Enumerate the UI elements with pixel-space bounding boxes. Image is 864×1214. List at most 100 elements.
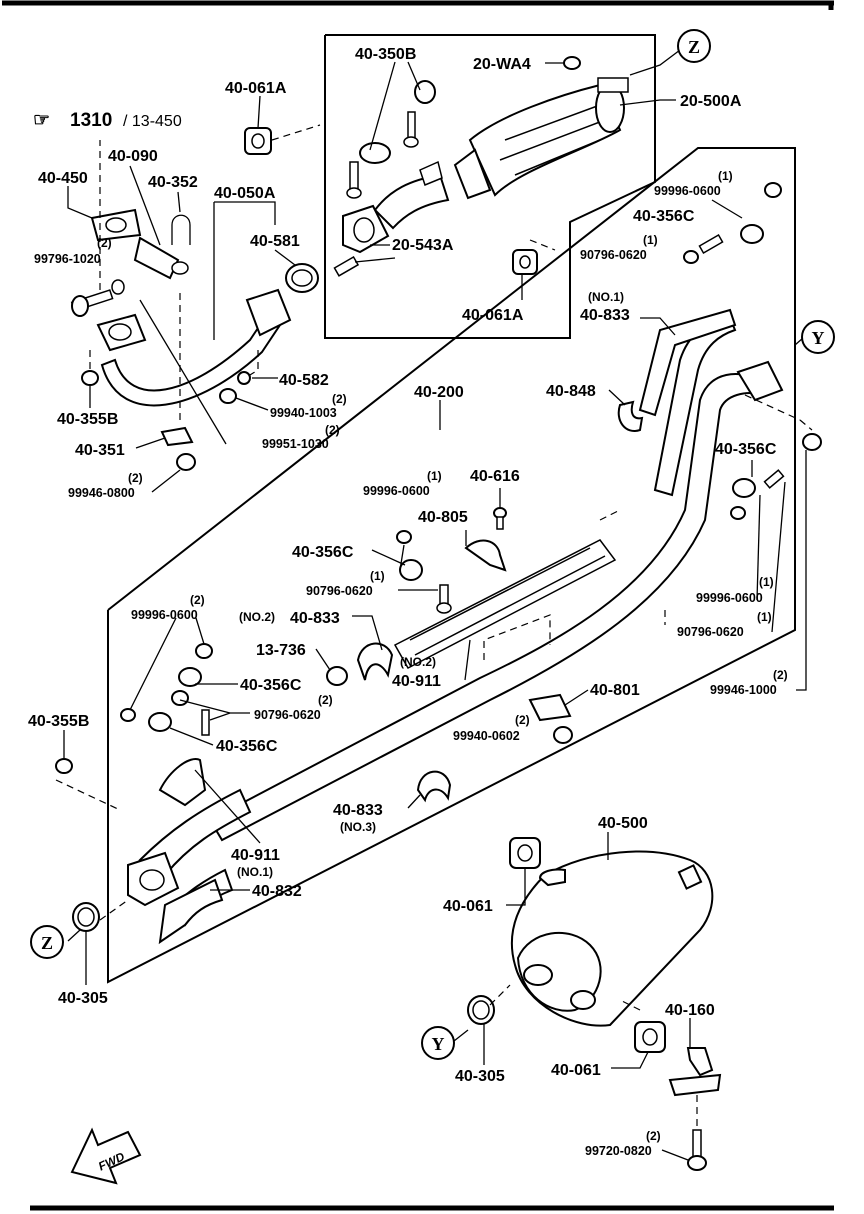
label-40-160: 40-160 — [665, 1002, 715, 1019]
pn-99720-0820: 99720-0820 — [585, 1144, 652, 1158]
reference-page: / 13-450 — [123, 113, 182, 130]
label-40-833-no1: 40-833 — [580, 307, 630, 324]
label-20-WA4: 20-WA4 — [473, 56, 531, 73]
clamp-40-356C-center-illustration — [396, 530, 452, 614]
gasket-40-305-left-illustration — [72, 902, 100, 932]
leader-lines — [63, 49, 807, 1161]
frame-main-pipe-group — [107, 147, 796, 984]
qty-99796-1020: (2) — [97, 236, 112, 250]
pn-90796-0620-c: 90796-0620 — [306, 584, 373, 598]
pn-99940-0602: 99940-0602 — [453, 729, 520, 743]
label-13-736: 13-736 — [256, 642, 306, 659]
label-40-848: 40-848 — [546, 383, 596, 400]
label-40-090: 40-090 — [108, 148, 158, 165]
gasket-40-305-bottom-illustration — [467, 995, 495, 1025]
label-40-911-no1: 40-911 — [231, 847, 280, 864]
suffix-833-no1: (NO.1) — [588, 290, 624, 304]
hanger-40-061-lower-illustration — [634, 1021, 666, 1053]
label-40-833-no2: 40-833 — [290, 610, 340, 627]
qty-99946-1000: (2) — [773, 668, 788, 682]
pn-90796-0620-tr: 90796-0620 — [580, 248, 647, 262]
label-40-351: 40-351 — [75, 442, 125, 459]
frame-catalytic-group — [324, 34, 656, 339]
nut-40-355B-top-illustration — [81, 370, 99, 386]
nut-99946-0800-illustration — [176, 453, 196, 471]
marker-z-left: Z — [30, 925, 64, 959]
clamps-40-356C-left-illustration — [120, 643, 213, 736]
label-40-355B-left: 40-355B — [28, 713, 89, 730]
bolt-40-616-illustration — [493, 507, 507, 530]
insulator-40-833-no3-illustration — [416, 770, 452, 803]
pn-99996-0600-tr: 99996-0600 — [654, 184, 721, 198]
svg-text:Y: Y — [432, 1034, 445, 1054]
hanger-40-061-upper-illustration — [509, 837, 541, 869]
label-40-350B: 40-350B — [355, 46, 416, 63]
clamp-40-356C-topright-illustration — [683, 182, 782, 264]
label-40-356C-center: 40-356C — [292, 544, 354, 561]
svg-text:Z: Z — [688, 37, 700, 57]
label-40-616: 40-616 — [470, 468, 520, 485]
nut-99940-1003-illustration — [219, 388, 237, 404]
label-40-061A-mid: 40-061A — [462, 307, 524, 324]
label-40-356C-topright: 40-356C — [633, 208, 695, 225]
label-40-305-bottom: 40-305 — [455, 1068, 505, 1085]
bolt-99720-0820-illustration — [687, 1129, 707, 1171]
gasket-40-581-illustration — [285, 263, 319, 293]
svg-text:Y: Y — [812, 328, 825, 348]
dashed-leader-lines — [55, 124, 813, 1130]
pn-99996-0600-r: 99996-0600 — [696, 591, 763, 605]
label-40-356C-left1: 40-356C — [240, 677, 302, 694]
svg-text:Z: Z — [41, 933, 53, 953]
label-40-500: 40-500 — [598, 815, 648, 832]
qty-90796-0620-tr: (1) — [643, 233, 658, 247]
qty-99951-1030: (2) — [325, 423, 340, 437]
pn-90796-0620-l: 90796-0620 — [254, 708, 321, 722]
spring-40-582-illustration — [237, 371, 251, 385]
insulator-40-833-no1-illustration — [638, 308, 737, 417]
label-40-356C-left2: 40-356C — [216, 738, 278, 755]
hanger-40-061A-mid-illustration — [512, 249, 538, 275]
qty-99940-0602: (2) — [515, 713, 530, 727]
qty-90796-0620-r: (1) — [757, 610, 772, 624]
label-20-543A: 20-543A — [392, 237, 454, 254]
part-number-labels: (2) 99796-1020 (2) 99940-1003 (2) 99951-… — [34, 169, 788, 1158]
pn-99996-0600-l: 99996-0600 — [131, 608, 198, 622]
catalytic-converter-illustration — [342, 77, 629, 254]
bracket-40-801-illustration — [528, 693, 572, 722]
insulator-40-833-no2-illustration — [356, 642, 394, 681]
page-border — [2, 0, 834, 1211]
callout-suffixes: (NO.1) (NO.2) (NO.2) (NO.3) (NO.1) — [237, 290, 624, 879]
reference-symbol: ☞ — [33, 110, 50, 131]
label-40-582: 40-582 — [279, 372, 329, 389]
callout-labels: 40-350B 20-WA4 20-500A 40-061A 20-543A 4… — [28, 46, 777, 1085]
bracket-40-805-illustration — [464, 539, 507, 572]
pn-99796-1020: 99796-1020 — [34, 252, 101, 266]
main-pipe-40-200-illustration — [127, 316, 784, 927]
qty-99996-0600-l: (2) — [190, 593, 205, 607]
label-40-050A: 40-050A — [214, 185, 276, 202]
clamp-40-356C-right-illustration — [730, 469, 785, 520]
label-40-061-lower: 40-061 — [551, 1062, 601, 1079]
label-40-832: 40-832 — [252, 883, 302, 900]
fwd-arrow: FWD — [70, 1127, 142, 1185]
label-40-833-no3: 40-833 — [333, 802, 383, 819]
label-40-450: 40-450 — [38, 170, 88, 187]
reference-note: ☞ 1310 / 13-450 — [33, 110, 182, 131]
label-40-911-no2: 40-911 — [392, 673, 441, 690]
bracket-40-160-illustration — [668, 1047, 722, 1097]
bolt-20-543A-illustration — [333, 256, 360, 277]
muffler-40-500-illustration — [510, 850, 714, 1027]
bracket-40-090-illustration — [133, 236, 189, 280]
suffix-911-no2: (NO.2) — [400, 655, 436, 669]
qty-99996-0600-r: (1) — [759, 575, 774, 589]
label-40-305-left: 40-305 — [58, 990, 108, 1007]
bolt-20-WA4-illustration — [563, 56, 581, 70]
u-bolt-40-352-illustration — [171, 214, 191, 245]
label-40-801: 40-801 — [590, 682, 640, 699]
label-40-352: 40-352 — [148, 174, 198, 191]
hanger-40-061A-top-illustration — [244, 127, 272, 155]
nut-99946-1000-illustration — [802, 433, 822, 451]
bolt-99796-1020-illustration — [70, 279, 125, 317]
qty-99996-0600-c: (1) — [427, 469, 442, 483]
